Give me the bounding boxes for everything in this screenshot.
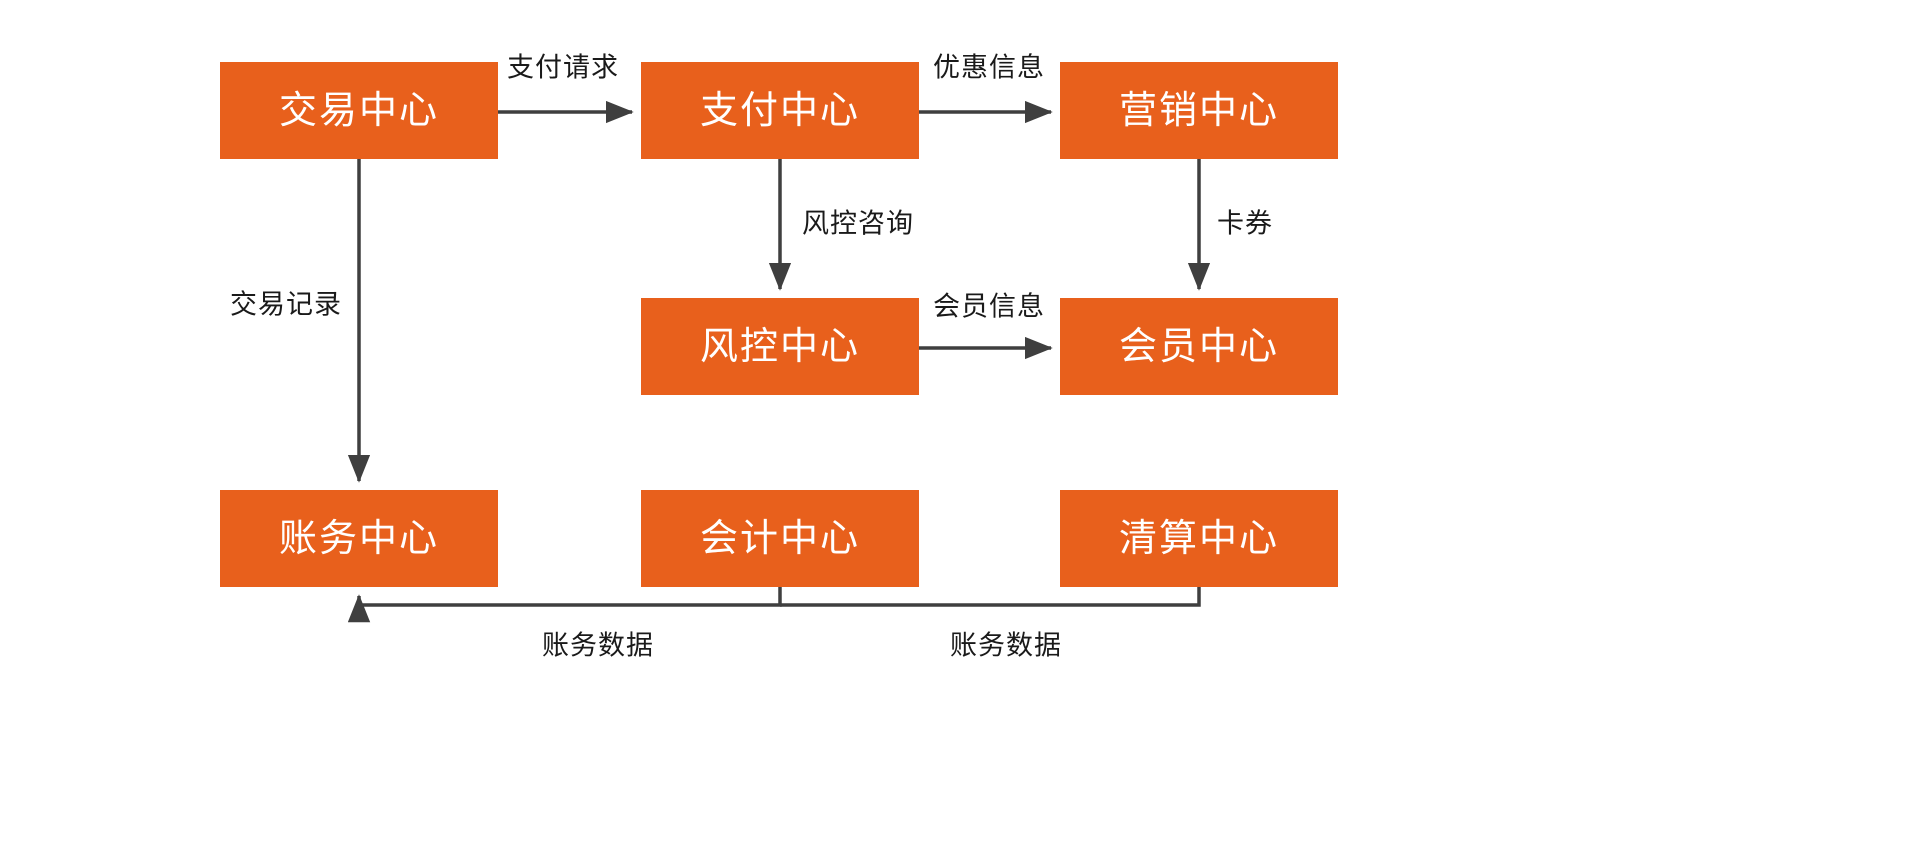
- node-marketing[interactable]: 营销中心: [1060, 62, 1338, 159]
- node-member[interactable]: 会员中心: [1060, 298, 1338, 395]
- node-account[interactable]: 账务中心: [220, 490, 498, 587]
- node-clearing[interactable]: 清算中心: [1060, 490, 1338, 587]
- node-payment[interactable]: 支付中心: [641, 62, 919, 159]
- node-label: 营销中心: [1118, 89, 1279, 132]
- node-label: 会员中心: [1118, 325, 1279, 368]
- edge-label-risk-consult: 风控咨询: [802, 208, 914, 239]
- node-label: 交易中心: [278, 89, 439, 132]
- node-label: 支付中心: [699, 89, 860, 132]
- edge-label-coupon: 卡券: [1217, 208, 1273, 239]
- node-label: 会计中心: [699, 517, 860, 560]
- node-label: 清算中心: [1118, 517, 1279, 560]
- edge-label-account-data-right: 账务数据: [950, 630, 1062, 661]
- edge-label-promotion-info: 优惠信息: [933, 52, 1045, 83]
- node-trade[interactable]: 交易中心: [220, 62, 498, 159]
- node-label: 账务中心: [278, 517, 439, 560]
- node-accounting[interactable]: 会计中心: [641, 490, 919, 587]
- edge-label-member-info: 会员信息: [933, 291, 1045, 322]
- node-label: 风控中心: [699, 325, 860, 368]
- node-riskctrl[interactable]: 风控中心: [641, 298, 919, 395]
- edge-path-clearing-account: [780, 587, 1201, 607]
- edge-label-account-data-left: 账务数据: [542, 630, 654, 661]
- edge-label-trade-record: 交易记录: [230, 289, 342, 320]
- edge-path-accounting-account: [347, 587, 782, 623]
- edge-label-payment-request: 支付请求: [507, 52, 619, 83]
